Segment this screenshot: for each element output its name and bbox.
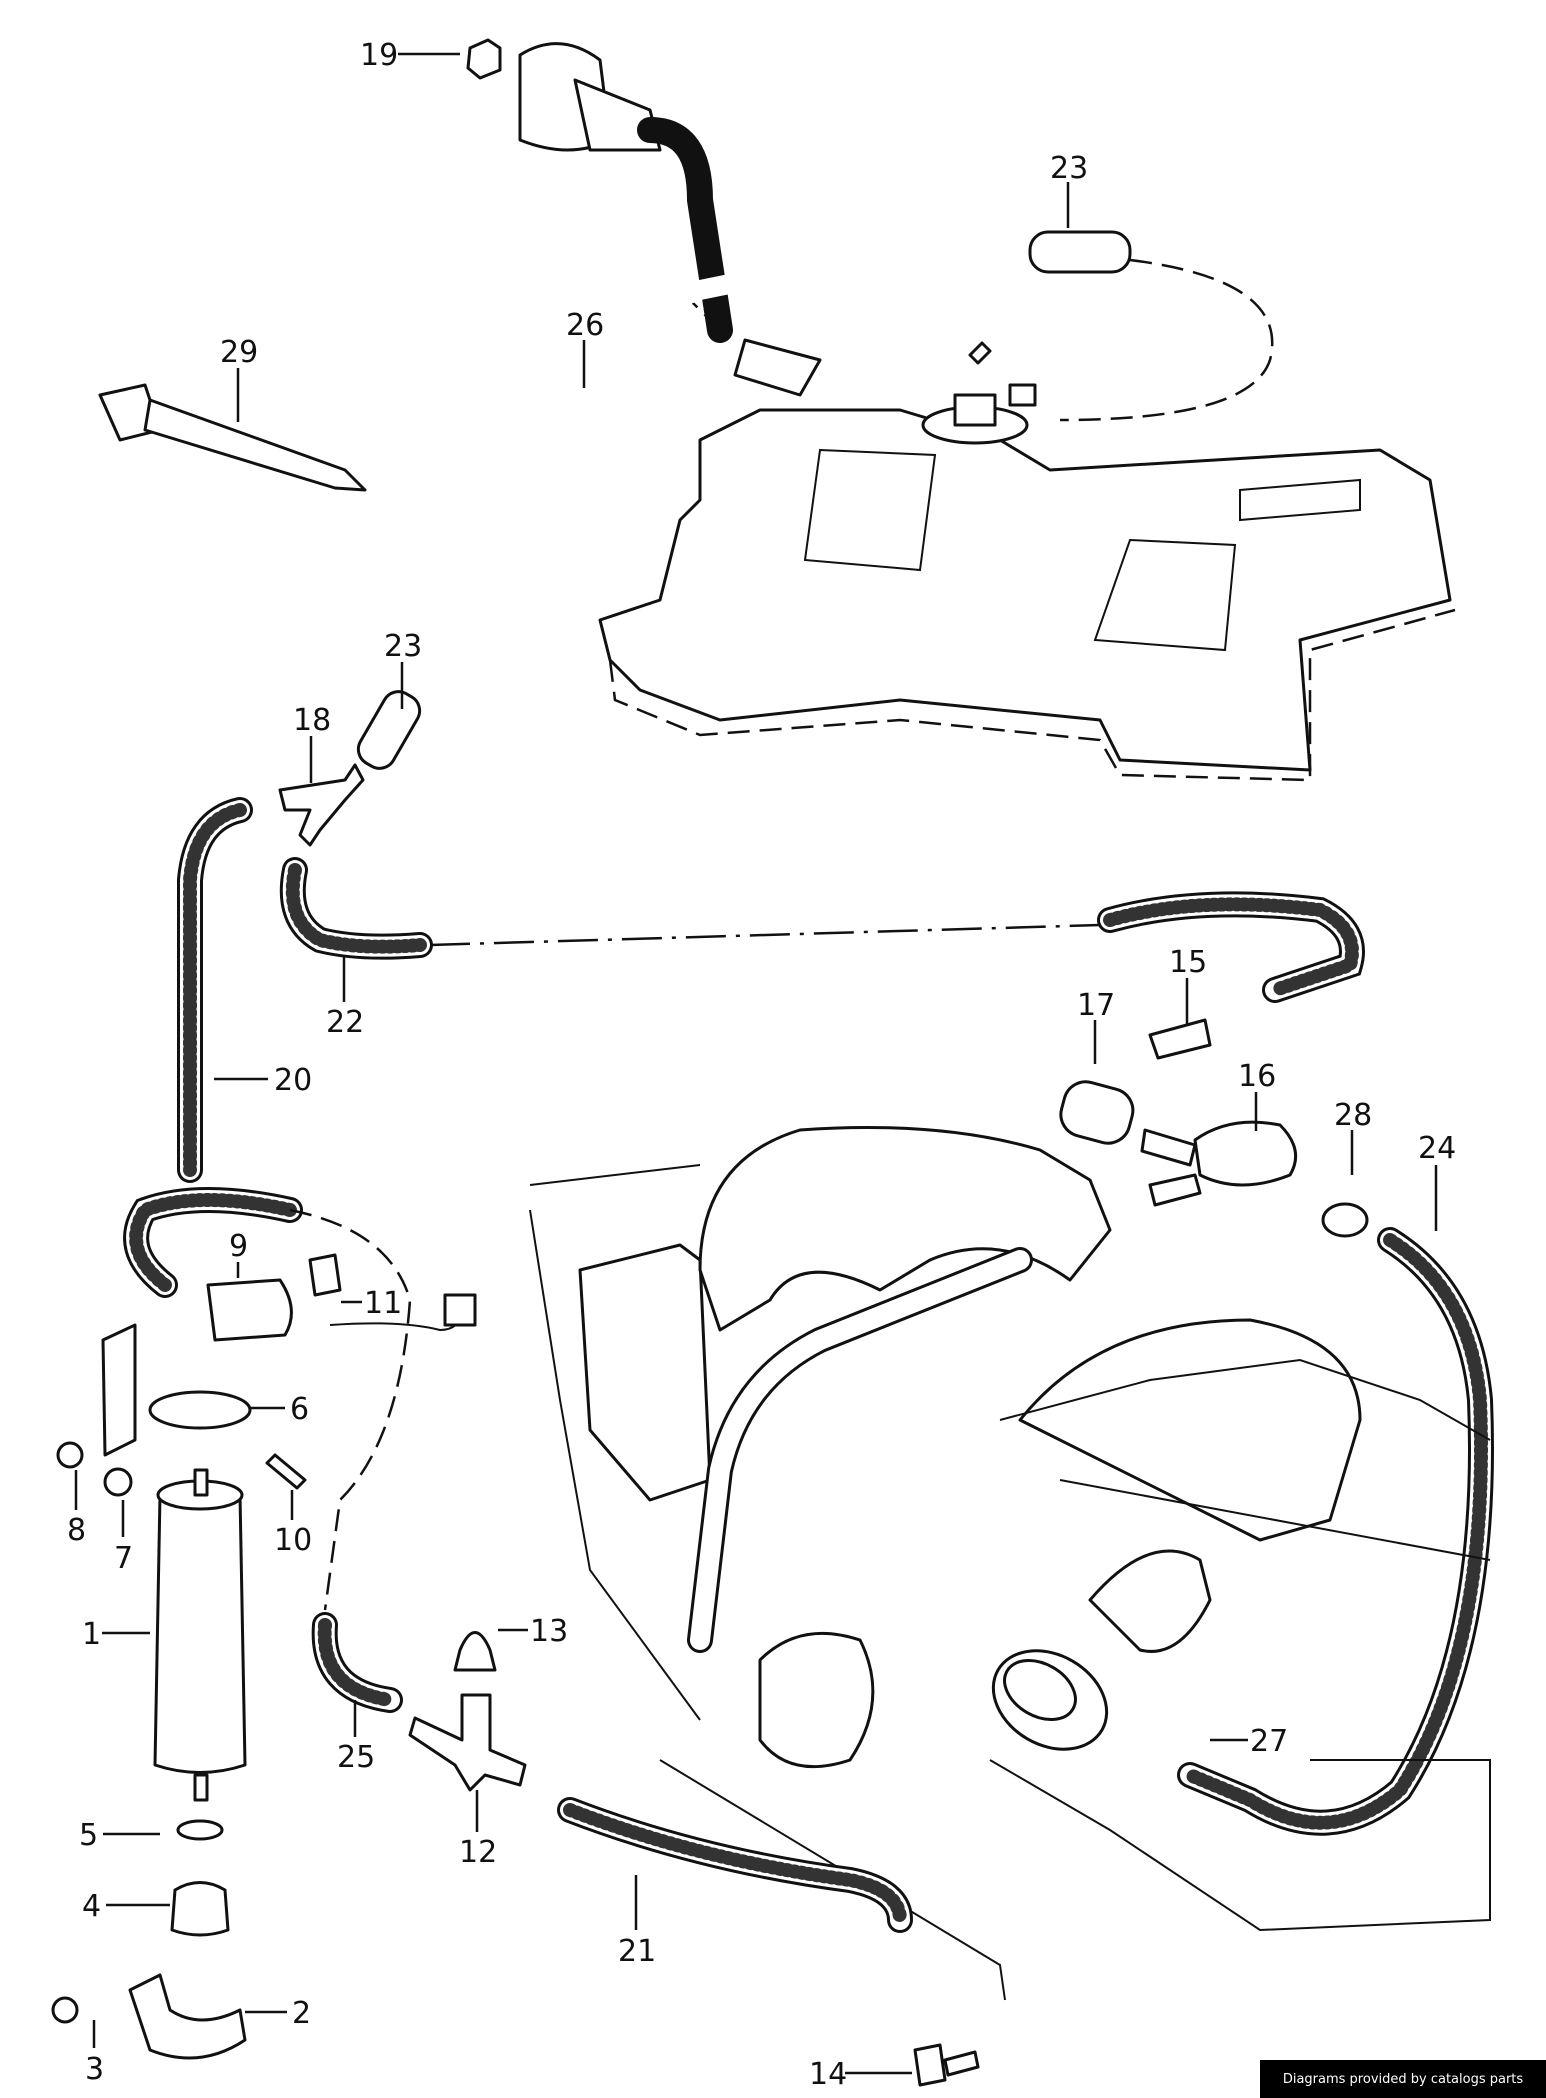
callout-7: 7	[114, 1541, 133, 1576]
cable-tie	[98, 383, 367, 492]
callout-17: 17	[1077, 988, 1115, 1023]
callout-16: 16	[1238, 1059, 1276, 1094]
callout-3: 3	[85, 2052, 104, 2087]
callout-23-mid: 23	[384, 629, 422, 664]
fuel-pump	[51, 1323, 307, 2060]
callout-29: 29	[220, 335, 258, 370]
credit-text: Diagrams provided by catalogs parts	[1282, 2071, 1524, 2087]
fuel-tank	[598, 341, 1456, 782]
callout-19: 19	[360, 38, 398, 73]
engine	[529, 1126, 1491, 2001]
callout-8: 8	[67, 1513, 86, 1548]
callout-27: 27	[1250, 1724, 1288, 1759]
callout-10: 10	[274, 1523, 312, 1558]
callout-15: 15	[1169, 945, 1207, 980]
callout-23-top: 23	[1050, 151, 1088, 186]
callout-24: 24	[1418, 1131, 1456, 1166]
callout-14: 14	[809, 2057, 847, 2092]
callout-2: 2	[292, 1996, 311, 2031]
callout-20: 20	[274, 1063, 312, 1098]
callout-9: 9	[229, 1229, 248, 1264]
leader-lines	[74, 52, 1438, 2075]
callout-6: 6	[290, 1392, 309, 1427]
callout-25: 25	[337, 1740, 375, 1775]
callout-18: 18	[293, 703, 331, 738]
callout-11: 11	[364, 1286, 402, 1321]
callout-28: 28	[1334, 1098, 1372, 1133]
filler-neck	[466, 38, 822, 397]
callout-26: 26	[566, 308, 604, 343]
callout-1: 1	[82, 1617, 101, 1652]
callout-5: 5	[79, 1818, 98, 1853]
callout-21: 21	[618, 1934, 656, 1969]
credit-banner: Diagrams provided by catalogs parts	[1260, 2060, 1546, 2098]
callout-22: 22	[326, 1005, 364, 1040]
callout-13: 13	[530, 1614, 568, 1649]
callout-4: 4	[82, 1889, 101, 1924]
callout-12: 12	[459, 1835, 497, 1870]
